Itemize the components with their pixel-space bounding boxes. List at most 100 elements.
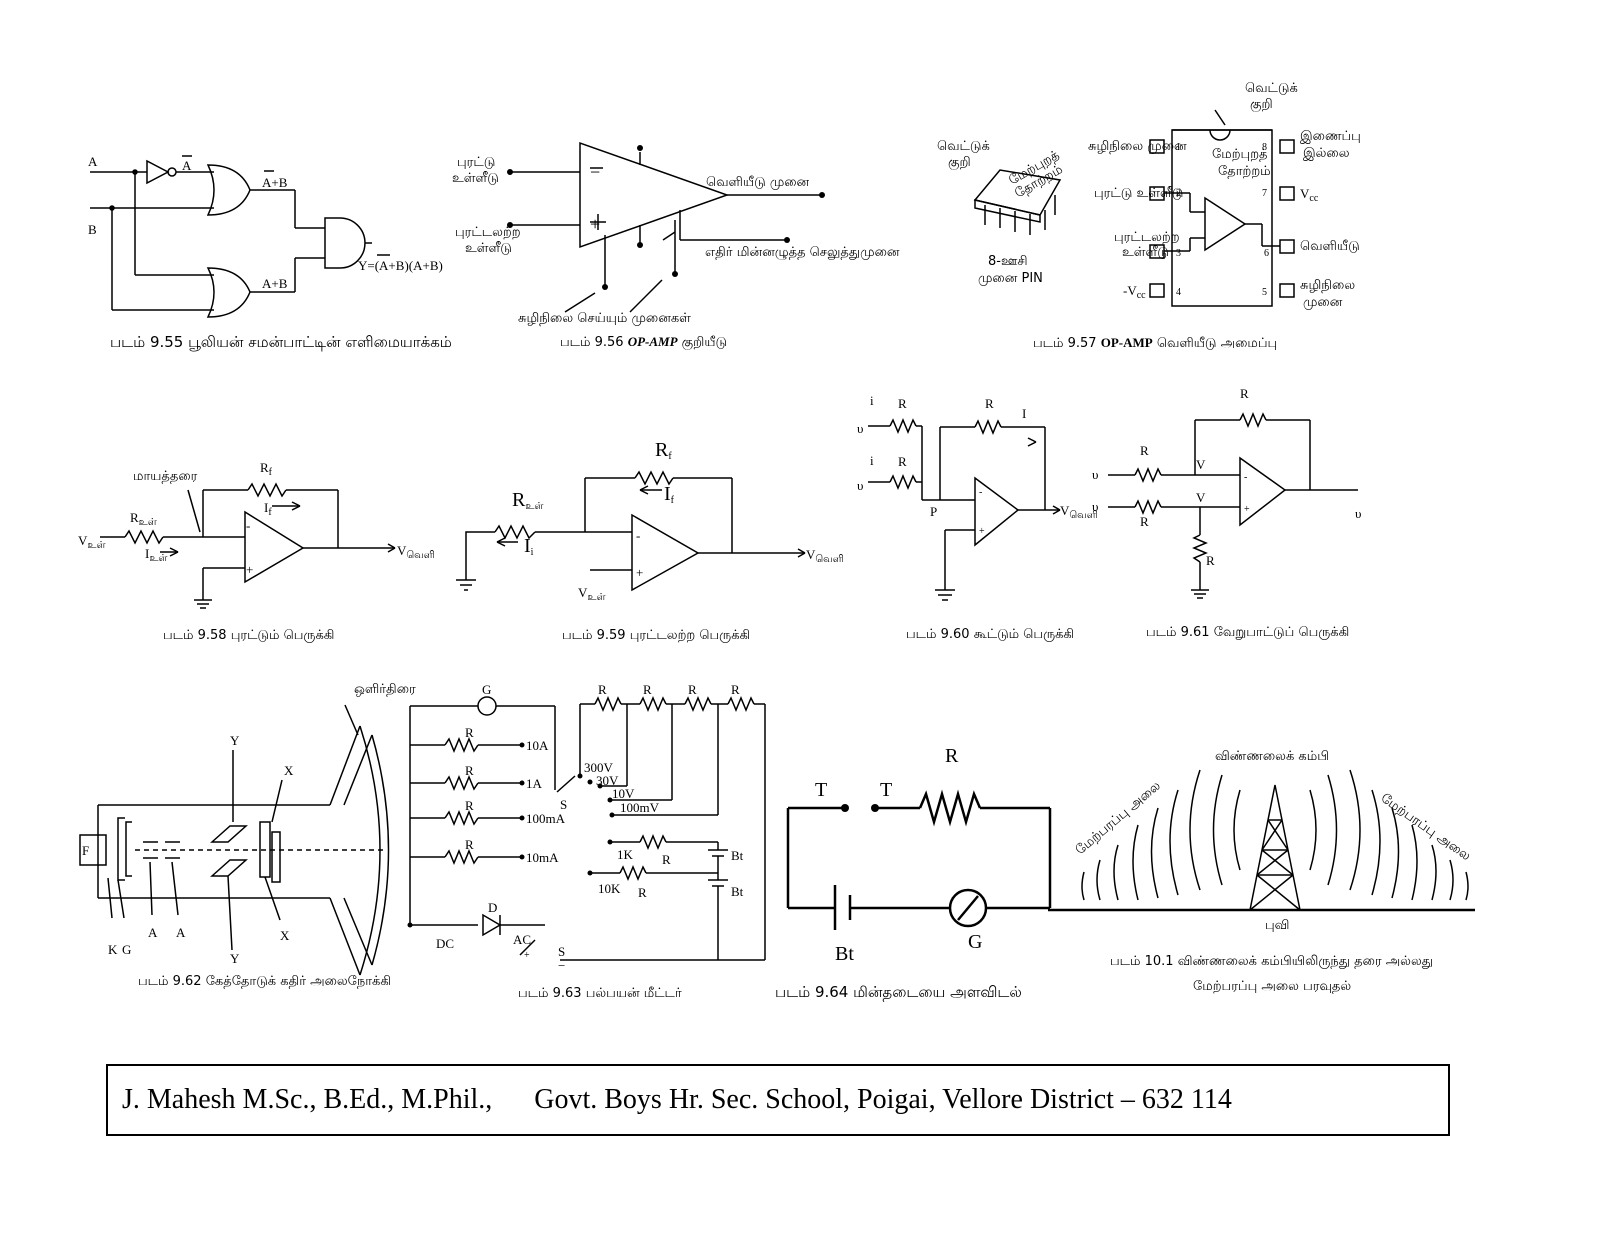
- label-range-10V: 10V: [612, 786, 635, 801]
- diagram-9-63-dots: [407, 742, 615, 928]
- label-sum-plus: +: [979, 526, 985, 537]
- caption-9-60: படம் 9.60 கூட்டும் பெருக்கி: [906, 627, 1074, 642]
- label-diff-minus: -: [1244, 472, 1247, 483]
- caption-9-61: படம் 9.61 வேறுபாட்டுப் பெருக்கி: [1146, 625, 1349, 640]
- diagram-9-62: [79, 704, 390, 976]
- label-If: If: [264, 500, 272, 518]
- label-pin7-vcc: Vcc: [1300, 186, 1319, 204]
- label-Vout-2: Vவெளி: [806, 547, 844, 565]
- label-R1-mm: R: [598, 682, 607, 697]
- label-galvanometer-G: G: [482, 682, 491, 697]
- label-R1: R: [898, 396, 907, 411]
- label-AC: AC: [513, 932, 531, 947]
- footer-author: J. Mahesh M.Sc., B.Ed., M.Phil.,: [122, 1084, 493, 1115]
- label-virtual-ground: மாயத்தரை: [133, 469, 198, 484]
- label-vo: υ: [1355, 506, 1361, 521]
- label-minus-terminal: −: [558, 958, 565, 973]
- label-A1: A: [148, 925, 158, 940]
- diagram-9-58: [100, 482, 396, 609]
- caption-9-62: படம் 9.62 கேத்தோடுக் கதிர் அலைநோக்கி: [138, 974, 391, 989]
- label-K: K: [108, 942, 118, 957]
- label-i1: i: [870, 393, 874, 408]
- label-R1-diff: R: [1140, 514, 1149, 529]
- label-Vin: Vஉள்: [78, 533, 106, 551]
- label-plus-terminal: +: [524, 950, 530, 961]
- label-Rf-3: R: [985, 396, 994, 411]
- caption-9-64: படம் 9.64 மின்தடையை அளவிடல்: [775, 983, 1022, 1001]
- diagram-9-61: [1108, 412, 1358, 599]
- label-R4-mm: R: [731, 682, 740, 697]
- diagram-9-55: [90, 155, 390, 318]
- label-Y1: Y: [230, 951, 240, 966]
- diagram-9-63: [409, 696, 766, 961]
- label-S2: S: [558, 944, 565, 959]
- label-pin4-neg-vcc: -Vcc: [1123, 283, 1146, 301]
- label-Vout-3: Vவெளி: [1060, 503, 1098, 521]
- label-P: P: [930, 504, 937, 519]
- label-R4-prime: R: [465, 725, 474, 740]
- diagram-10-1: [1048, 769, 1475, 912]
- label-noninverting-input-2: உள்ளீடு: [465, 241, 512, 256]
- label-output-terminal: வெளியீடு முனை: [706, 175, 810, 190]
- label-X2: X: [284, 763, 294, 778]
- label-v2: υ: [857, 478, 863, 493]
- label-notch-top-1: வெட்டுக்: [1245, 81, 1298, 96]
- label-T2: T: [880, 779, 892, 801]
- label-opamp-plus: +: [590, 214, 600, 234]
- caption-9-55: படம் 9.55 பூலியன் சமன்பாட்டின் எளிமையாக்…: [110, 333, 452, 351]
- label-T1: T: [815, 779, 827, 801]
- label-nulling-terminals: சுழிநிலை செய்யும் முனைகள்: [518, 311, 691, 326]
- label-v2-diff: υ: [1092, 467, 1098, 482]
- label-pin8-nc-2: இல்லை: [1303, 146, 1350, 161]
- label-opamp-minus: −: [590, 162, 600, 182]
- diagram-9-56: [510, 141, 820, 313]
- label-G-galvanometer: G: [968, 931, 982, 953]
- label-inverting-input-2: உள்ளீடு: [452, 171, 499, 186]
- diagram-9-57: [973, 109, 1295, 307]
- label-R1-prime: R: [465, 837, 474, 852]
- label-A-plus-B: A+B: [262, 276, 288, 291]
- label-R2-diff: R: [1206, 553, 1215, 568]
- pin-number-8: 8: [1262, 142, 1267, 153]
- label-R4: R: [1240, 386, 1249, 401]
- label-R6: R: [638, 885, 647, 900]
- pin-number-2: 2: [1176, 188, 1181, 199]
- label-F: F: [82, 843, 89, 858]
- label-G-cro: G: [122, 942, 131, 957]
- label-noninverting-input-1: புரட்டலற்ற: [455, 225, 521, 240]
- label-range-10A: 10A: [526, 738, 549, 753]
- label-10K: 10K: [598, 881, 621, 896]
- label-1K: 1K: [617, 847, 634, 862]
- label-notch-2: குறி: [948, 155, 971, 170]
- pin-number-6: 6: [1264, 248, 1269, 259]
- label-diff-plus: +: [1244, 504, 1250, 515]
- label-Rf: Rf: [260, 460, 273, 478]
- label-v1-diff: υ: [1092, 499, 1098, 514]
- label-8-pin-1: 8-ஊசி: [988, 254, 1028, 269]
- label-If-3: I: [1022, 406, 1026, 421]
- label-pin5-offset-null-1: சுழிநிலை: [1300, 278, 1355, 293]
- label-v1: υ: [857, 421, 863, 436]
- label-range-30V: 30V: [596, 773, 619, 788]
- caption-9-59: படம் 9.59 புரட்டலற்ற பெருக்கி: [562, 628, 750, 643]
- label-A-bar: A: [182, 158, 192, 173]
- label-pin8-nc-1: இணைப்பு: [1300, 129, 1361, 144]
- label-pin3-noninverting-1: புரட்டலற்ற: [1114, 230, 1180, 245]
- diagram-9-56-dots: [507, 145, 825, 290]
- label-sum-minus: -: [979, 487, 982, 498]
- label-Y-output: Y=(A+B)(A+B): [358, 258, 443, 273]
- label-If-2: If: [664, 483, 675, 506]
- label-pin6-output: வெளியீடு: [1300, 239, 1360, 254]
- label-Ii: Ii: [524, 535, 534, 558]
- label-range-10mA: 10mA: [526, 850, 559, 865]
- label-R2-mm: R: [643, 682, 652, 697]
- label-pin2-inverting: புரட்டு உள்ளீடு: [1094, 186, 1183, 201]
- label-R-resistor: R: [945, 745, 959, 767]
- diagram-9-64-terminals: [841, 804, 879, 812]
- label-Vin-2: Vஉள்: [578, 585, 606, 603]
- diagram-9-59: [456, 470, 806, 592]
- footer-school: Govt. Boys Hr. Sec. School, Poigai, Vell…: [534, 1084, 1232, 1115]
- label-V-plus: V: [1196, 490, 1206, 505]
- label-top-view-2: தோற்றம்: [1218, 164, 1271, 179]
- label-Bt-1: Bt: [731, 848, 744, 863]
